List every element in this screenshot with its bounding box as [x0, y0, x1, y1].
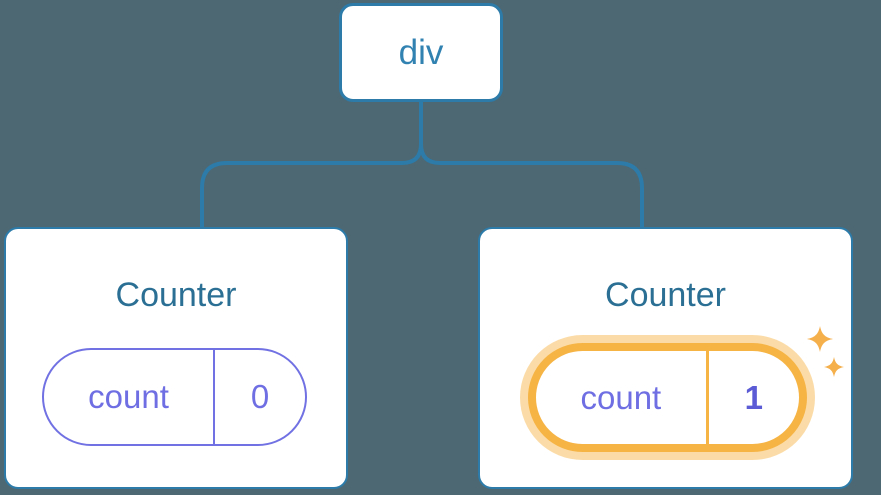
- pill-divider: [705, 351, 709, 444]
- state-pill: count 0: [42, 348, 307, 446]
- counter-card-right: Counter count 1: [478, 227, 853, 489]
- state-key-label: count: [580, 378, 662, 416]
- pill-divider: [213, 350, 216, 444]
- sparkle-small-icon: [824, 357, 844, 377]
- root-node-div: div: [339, 3, 503, 102]
- branch-right-line: [419, 100, 644, 229]
- branch-left-line: [200, 100, 423, 229]
- root-node-label: div: [398, 32, 444, 72]
- sparkles-icon: [807, 326, 844, 377]
- state-pill-highlighted: count 1: [528, 343, 807, 452]
- sparkle-large-icon: [807, 326, 833, 352]
- state-value: 1: [744, 378, 764, 416]
- counter-title: Counter: [605, 276, 726, 314]
- counter-title: Counter: [115, 276, 237, 314]
- state-key-label: count: [88, 378, 169, 415]
- state-value: 0: [250, 378, 270, 415]
- counter-card-left: Counter count 0: [4, 227, 348, 489]
